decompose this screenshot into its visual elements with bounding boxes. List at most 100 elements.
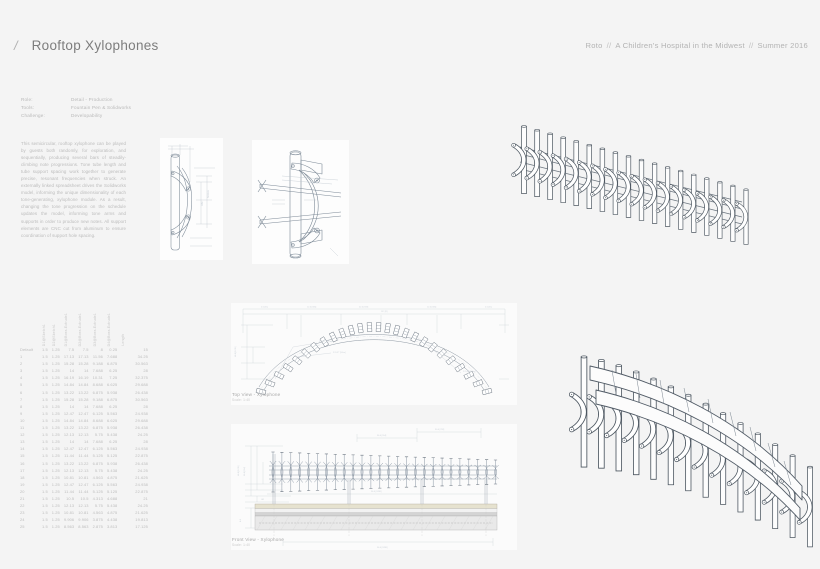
row-index: 23 <box>20 510 25 516</box>
top-view-module <box>436 348 447 359</box>
cell-value: 14 <box>83 403 89 409</box>
cell-value: 12.13 <box>63 432 75 438</box>
cell-value: 5.938 <box>106 425 118 431</box>
cell-length: 21.625 <box>135 510 148 516</box>
curved-support-rail <box>589 365 803 521</box>
cell-value: 7.688 <box>92 439 103 445</box>
row-index: 2 <box>20 361 23 367</box>
cell-value: 5.563 <box>106 481 118 487</box>
col-header-2: D1@Boss-Extrude1 <box>63 312 68 346</box>
svg-text:GR: GR <box>261 499 265 501</box>
cell-value: 7.25 <box>109 375 118 381</box>
cell-value: 15.28 <box>63 361 75 367</box>
cell-value: 5.75 <box>94 503 103 509</box>
cell-value: 8.563 <box>78 524 89 530</box>
top-view-module <box>481 387 493 396</box>
cell-value: 1.5 <box>42 432 48 438</box>
cell-value: 5.125 <box>106 453 118 459</box>
cell-value: 6.875 <box>106 396 118 402</box>
drawing-sheet-top-view[interactable]: 2.0 [51] 12.0 [305] 22.0 [559] 18° [R] 1… <box>231 303 517 405</box>
header-left: / Rooftop Xylophones <box>14 38 159 53</box>
row-index: 8 <box>20 403 23 409</box>
top-view-module <box>463 370 475 380</box>
front-view-module <box>394 456 401 488</box>
svg-text:2.0 [51]: 2.0 [51] <box>485 307 492 309</box>
cell-value: 1.25 <box>51 495 60 501</box>
render-module <box>568 355 588 468</box>
cell-value: 1.25 <box>51 481 60 487</box>
front-view-module <box>331 453 339 491</box>
cell-value: 6.25 <box>109 403 118 409</box>
cell-value: 1.5 <box>42 347 48 352</box>
render-front-row <box>568 355 813 548</box>
svg-text:48.0 [1219]: 48.0 [1219] <box>238 465 240 476</box>
meta-row: Role: Detail - Production <box>21 96 171 104</box>
top-view-module <box>310 341 321 353</box>
isometric-render-xylophone-array[interactable] <box>492 82 820 569</box>
front-view-module <box>269 451 277 493</box>
top-view-modules <box>255 322 493 396</box>
front-view-module <box>456 458 464 486</box>
front-view-module <box>474 459 482 485</box>
render-module <box>629 158 645 221</box>
cell-value: 7.688 <box>92 403 103 409</box>
cell-length: 28 <box>143 439 148 445</box>
cell-value: 14 <box>69 368 75 374</box>
top-view-module <box>454 362 466 373</box>
meta-row: Tools: Fountain Pen & Solidworks <box>21 104 171 112</box>
meta-value-challenge: Developability <box>71 113 103 119</box>
front-view-module <box>340 454 348 490</box>
cell-value: 1.5 <box>42 481 48 487</box>
sketch-thumbnail-bracket-elevation[interactable]: SCALE DIM <box>160 138 223 260</box>
drawing-sheet-front-view[interactable]: 36.0 [914] 30.0 [762] 96.0 [2438] 96.0 [… <box>231 424 517 550</box>
cell-value: 5.75 <box>94 432 103 438</box>
cell-length: 24.938 <box>135 410 148 416</box>
cell-value: 2.875 <box>92 524 103 530</box>
front-view-module <box>358 454 366 490</box>
svg-text:12.0 [305]: 12.0 [305] <box>427 307 437 309</box>
rail-ladder-rungs <box>611 369 792 486</box>
cell-length: 24.938 <box>135 481 148 487</box>
cell-value: 10.81 <box>78 474 89 480</box>
cell-length: 26.438 <box>135 389 148 395</box>
cell-value: 12.13 <box>78 503 89 509</box>
render-module <box>655 166 671 227</box>
svg-text:R 142" [3.6m]: R 142" [3.6m] <box>333 352 346 354</box>
cell-value: 16.19 <box>63 375 75 381</box>
cell-value: 7.5 <box>68 347 75 352</box>
cell-value: 9.906 <box>63 517 75 523</box>
render-back-row <box>511 125 749 245</box>
front-view-module <box>385 455 393 489</box>
cell-value: 1.25 <box>51 524 60 530</box>
col-index <box>18 312 40 346</box>
cell-value: 12.13 <box>63 503 75 509</box>
row-index: 11 <box>20 425 25 431</box>
svg-text:18° [R]: 18° [R] <box>381 311 388 313</box>
cell-value: 6.25 <box>109 439 118 445</box>
credit-separator-2: // <box>748 41 754 50</box>
render-module <box>721 184 736 242</box>
cell-value: 1.5 <box>42 382 48 388</box>
render-module <box>708 181 723 239</box>
front-view-module <box>412 456 419 488</box>
row-index: 22 <box>20 503 25 509</box>
cell-value: 6.625 <box>106 382 118 388</box>
front-view-label: Front View - Xylophone <box>232 537 285 542</box>
render-module <box>695 177 710 236</box>
cell-value: 11.44 <box>64 453 75 459</box>
row-index: 15 <box>20 453 25 459</box>
front-view-module <box>305 453 312 491</box>
sketch-thumbnail-bracket-assembly[interactable] <box>252 140 349 264</box>
cell-value: 12.47 <box>63 410 75 416</box>
top-view-drawing: 2.0 [51] 12.0 [305] 22.0 [559] 18° [R] 1… <box>235 307 509 396</box>
top-view-module <box>393 324 401 336</box>
top-view-module <box>282 362 294 373</box>
svg-text:8.0: 8.0 <box>240 518 242 522</box>
